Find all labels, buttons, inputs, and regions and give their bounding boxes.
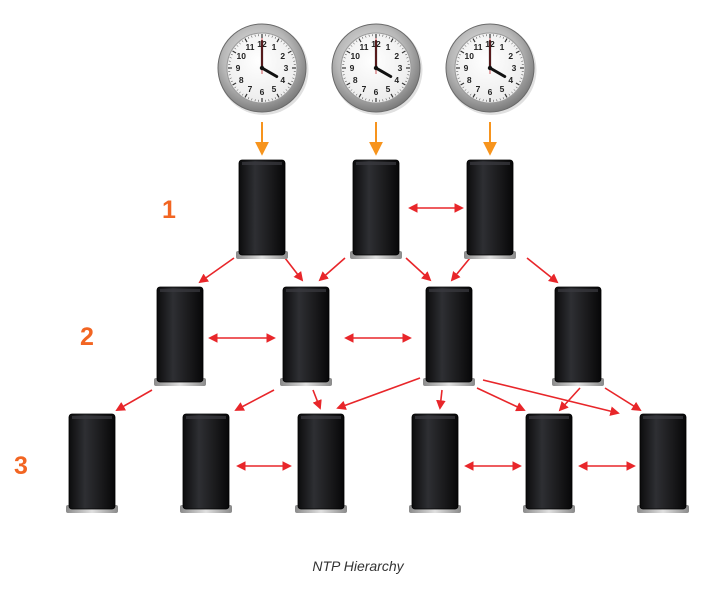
server-icon <box>552 286 604 386</box>
server-icon <box>66 413 118 513</box>
clock-number: 3 <box>512 63 517 73</box>
server-icon <box>295 413 347 513</box>
clock-number: 8 <box>467 75 472 85</box>
clock-number: 1 <box>500 42 505 52</box>
server-icon <box>523 413 575 513</box>
clock-number: 5 <box>272 84 277 94</box>
clock-number: 6 <box>374 87 379 97</box>
server-icon <box>637 413 689 513</box>
clock-number: 9 <box>236 63 241 73</box>
clock-number: 4 <box>394 75 399 85</box>
stratum-1-label: 1 <box>162 196 176 224</box>
clock-number: 5 <box>386 84 391 94</box>
clock-number: 8 <box>353 75 358 85</box>
clock-number: 10 <box>350 51 360 61</box>
clock-number: 7 <box>248 84 253 94</box>
clock-number: 6 <box>488 87 493 97</box>
clock-number: 2 <box>508 51 513 61</box>
server-icon <box>464 159 516 259</box>
clock-number: 3 <box>398 63 403 73</box>
clock-number: 7 <box>476 84 481 94</box>
sync-arrow <box>115 389 153 411</box>
clock-number: 1 <box>272 42 277 52</box>
clock-number: 9 <box>350 63 355 73</box>
clock-number: 7 <box>362 84 367 94</box>
clock-icon: 121234567891011 <box>331 23 423 115</box>
clock-number: 4 <box>280 75 285 85</box>
clock-number: 8 <box>239 75 244 85</box>
server-icon <box>350 159 402 259</box>
clock-hour-hand <box>488 66 507 78</box>
ntp-servers <box>66 159 689 513</box>
sync-arrow <box>336 377 421 410</box>
clock-number: 1 <box>386 42 391 52</box>
sync-arrow <box>284 257 304 282</box>
clock-number: 2 <box>280 51 285 61</box>
clock-number: 4 <box>508 75 513 85</box>
stratum-2-label: 2 <box>80 323 94 351</box>
clock-number: 6 <box>260 87 265 97</box>
sync-arrow <box>198 257 235 284</box>
clock-icon: 121234567891011 <box>217 23 309 115</box>
clock-number: 11 <box>474 42 483 52</box>
server-icon <box>423 286 475 386</box>
clock-number: 2 <box>394 51 399 61</box>
sync-arrow <box>436 389 446 410</box>
clock-number: 11 <box>246 42 255 52</box>
server-icon <box>280 286 332 386</box>
clock-number: 11 <box>360 42 369 52</box>
sync-arrow <box>312 389 322 410</box>
clock-hour-hand <box>260 66 279 78</box>
clock-number: 5 <box>500 84 505 94</box>
clock-icon: 121234567891011 <box>445 23 537 115</box>
server-icon <box>154 286 206 386</box>
clock-number: 10 <box>464 51 474 61</box>
server-icon <box>180 413 232 513</box>
clock-hour-hand <box>374 66 393 78</box>
server-icon <box>409 413 461 513</box>
sync-arrow <box>318 257 346 282</box>
sync-arrow <box>476 387 526 412</box>
diagram-caption: NTP Hierarchy <box>312 558 404 574</box>
sync-arrows <box>115 122 642 471</box>
stratum-3-label: 3 <box>14 452 28 480</box>
clock-number: 3 <box>284 63 289 73</box>
sync-arrow <box>234 389 275 411</box>
sync-arrow <box>450 257 471 282</box>
sync-arrow <box>526 257 559 284</box>
clock-number: 9 <box>464 63 469 73</box>
clock-number: 10 <box>236 51 246 61</box>
reference-clocks: 1212345678910111212345678910111212345678… <box>217 23 537 115</box>
server-icon <box>236 159 288 259</box>
sync-arrow <box>558 387 581 412</box>
sync-arrow <box>482 379 620 416</box>
sync-arrow <box>604 387 642 412</box>
sync-arrow <box>405 257 432 282</box>
